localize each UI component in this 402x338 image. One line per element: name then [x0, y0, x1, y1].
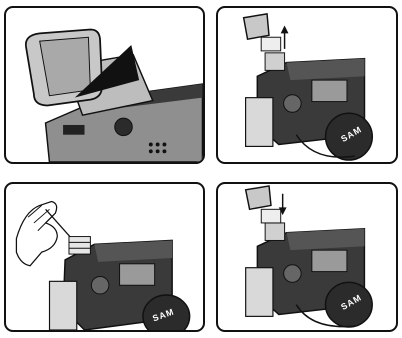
camera-handle [246, 98, 273, 147]
camera-handle [50, 281, 77, 330]
remove-eyecup-illustration: SAM [218, 8, 396, 162]
arrow-up-icon [281, 26, 289, 49]
viewfinder-closeup-illustration [6, 8, 203, 162]
viewfinder-ring [261, 37, 280, 51]
eyecup [244, 14, 269, 39]
viewfinder-base [265, 223, 284, 241]
viewfinder-ring [261, 209, 280, 223]
illustration-panel-reattach-eyecup: SAM [216, 182, 398, 332]
eyecup [246, 186, 271, 209]
illustration-panel-remove-eyecup: SAM [216, 6, 398, 164]
hand [16, 202, 57, 266]
illustration-panel-viewfinder-closeup [4, 6, 205, 164]
camera-dial [115, 118, 133, 136]
clean-lens-illustration: SAM [6, 184, 203, 330]
camera-side-panel [312, 80, 347, 101]
camera-handle [246, 268, 273, 317]
camera-knob [284, 95, 302, 113]
viewfinder-lens [69, 237, 90, 255]
reattach-eyecup-illustration: SAM [218, 184, 396, 330]
camera-switch [63, 125, 84, 135]
illustration-panel-clean-lens: SAM [4, 182, 205, 332]
viewfinder-base [265, 53, 284, 71]
